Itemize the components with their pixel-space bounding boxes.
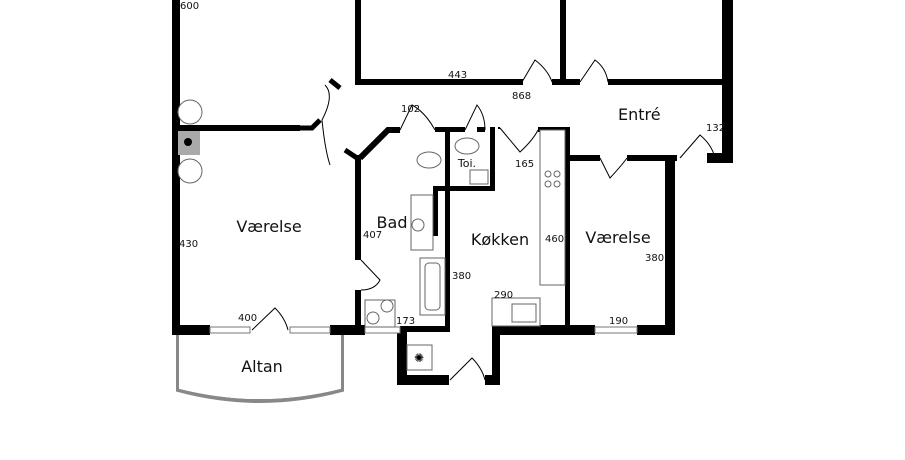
room-altan: Altan (241, 357, 283, 376)
dim-173: 173 (396, 316, 415, 327)
dim-430: 430 (179, 239, 198, 250)
room-bad: Bad (377, 213, 408, 232)
doors (251, 59, 716, 381)
kitchen-counter (539, 129, 566, 286)
room-entre: Entré (618, 105, 661, 124)
walls (172, 0, 733, 385)
toilet-icon (454, 137, 480, 155)
room-vaerelse-left: Værelse (236, 217, 301, 236)
dim-102: 102 (401, 104, 420, 115)
dim-380-bad: 380 (452, 271, 471, 282)
svg-text:✺: ✺ (414, 351, 424, 365)
room-labels: Entré Værelse Bad Toi. Køkken Værelse Al… (236, 105, 660, 376)
dim-132: 132 (706, 123, 725, 134)
dim-165: 165 (515, 159, 534, 170)
dim-460: 460 (545, 234, 564, 245)
fixtures: ✺ (177, 99, 566, 371)
balcony (176, 335, 344, 403)
room-vaerelse-right: Værelse (585, 228, 650, 247)
sink-icon (469, 169, 489, 185)
sink-icon (511, 303, 537, 323)
windows (209, 326, 638, 334)
washbasin-icon (177, 99, 203, 125)
dim-380-right: 380 (645, 253, 664, 264)
dim-190: 190 (609, 316, 628, 327)
room-kokken: Køkken (471, 230, 529, 249)
toilet-icon (416, 151, 442, 169)
dim-600: 600 (180, 1, 199, 12)
dim-290: 290 (494, 290, 513, 301)
dim-868: 868 (512, 91, 531, 102)
room-toilet: Toi. (457, 157, 476, 170)
dim-400: 400 (238, 313, 257, 324)
dim-407: 407 (363, 230, 382, 241)
lamp-icon (406, 344, 433, 371)
dimension-labels: 600 443 868 102 132 165 430 407 460 380 … (179, 1, 725, 327)
dim-443: 443 (448, 70, 467, 81)
washbasin-icon (177, 158, 203, 184)
